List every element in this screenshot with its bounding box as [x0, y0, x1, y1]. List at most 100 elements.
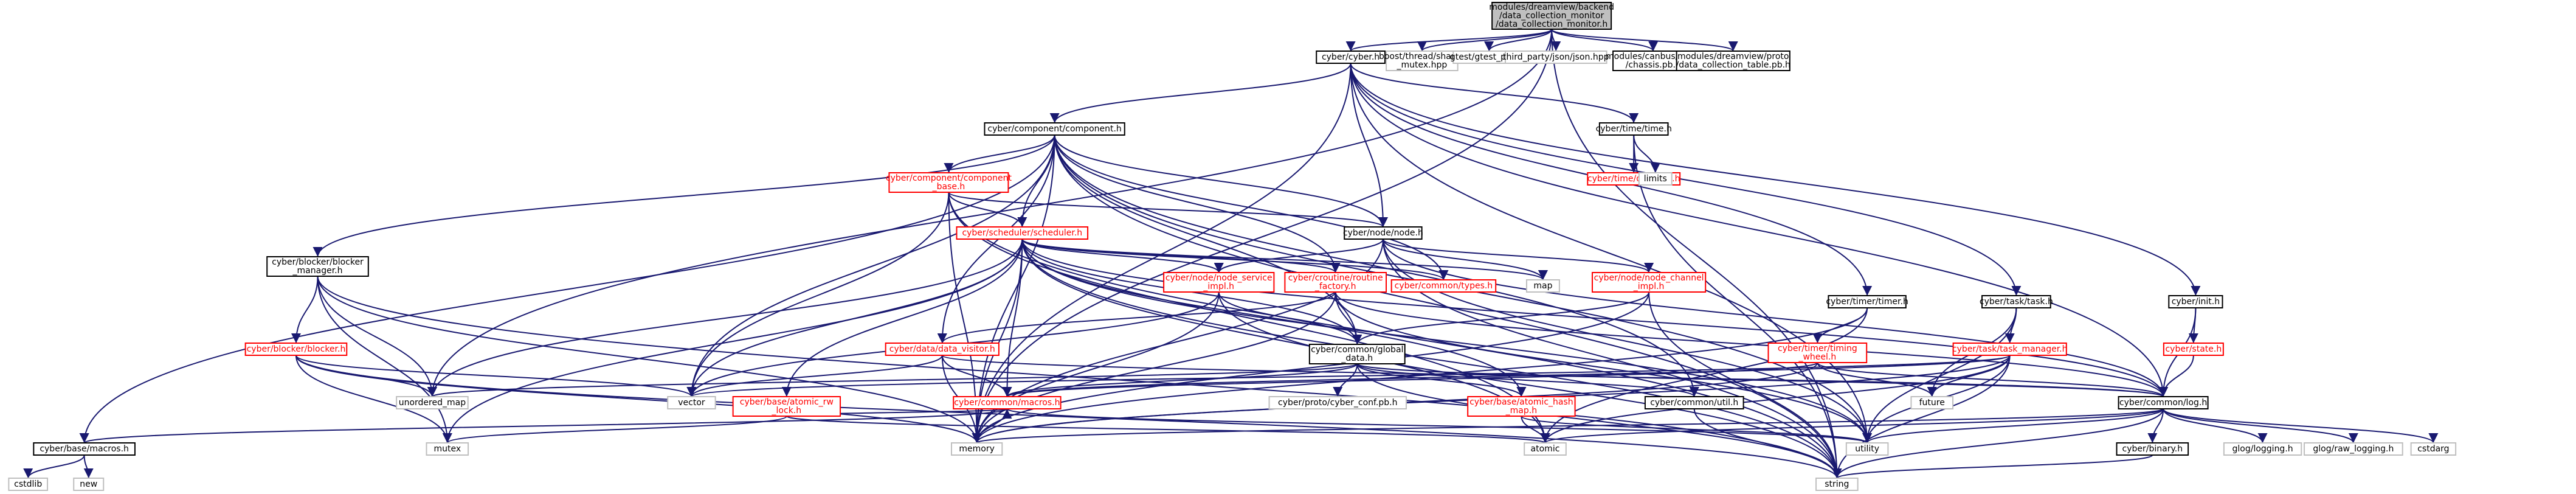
node-label-line: _lock.h: [772, 406, 802, 416]
node-limits[interactable]: limits: [1638, 172, 1673, 186]
node-unordered_map[interactable]: unordered_map: [396, 396, 469, 409]
node-boost_mutex[interactable]: boost/thread/shared_mutex.hpp: [1379, 50, 1465, 71]
node-glog_raw[interactable]: glog/raw_logging.h: [2304, 442, 2403, 456]
node-label-line: string: [1825, 479, 1849, 489]
edge-blocker-to-memory: [295, 355, 982, 444]
edge-component_h-to-routine: [1054, 134, 1341, 273]
node-cstdarg[interactable]: cstdarg: [2410, 442, 2457, 456]
node-atomic_hash[interactable]: cyber/base/atomic_hash_map.h: [1467, 396, 1576, 417]
node-label-line: glog/logging.h: [2232, 444, 2293, 454]
edge-global_data-to-log: [1356, 363, 2168, 397]
node-dct[interactable]: modules/dreamview/proto/data_collection_…: [1676, 50, 1790, 71]
edge-time_h-to-string: [1633, 134, 1842, 479]
node-binary[interactable]: cyber/binary.h: [2116, 442, 2189, 456]
node-util[interactable]: cyber/common/util.h: [1644, 396, 1744, 409]
node-label-line: utility: [1855, 444, 1879, 454]
node-node_service[interactable]: cyber/node/node_service_impl.h: [1163, 272, 1275, 293]
node-log[interactable]: cyber/common/log.h: [2118, 396, 2209, 409]
node-label-line: /data_collection_monitor.h: [1496, 19, 1607, 29]
node-box: [2304, 442, 2403, 456]
node-json[interactable]: third_party/json/json.hpp: [1503, 50, 1609, 64]
node-box: [1676, 50, 1790, 71]
node-string[interactable]: string: [1815, 478, 1859, 491]
node-state[interactable]: cyber/state.h: [2163, 343, 2224, 356]
node-cstdlib[interactable]: cstdlib: [8, 478, 49, 491]
node-box: [1163, 272, 1275, 293]
edge-log-to-glog_raw: [2163, 408, 2358, 444]
node-box: [1504, 50, 1607, 64]
node-timing_wheel[interactable]: cyber/timer/timing_wheel.h: [1767, 343, 1868, 363]
edge-task-to-utility: [1862, 307, 2017, 444]
node-mutex[interactable]: mutex: [426, 442, 469, 456]
edge-blocker-to-string: [295, 355, 1842, 479]
edge-blocker_mgr-to-mutex: [317, 276, 452, 444]
node-box: [1524, 442, 1567, 456]
node-data_visitor[interactable]: cyber/data/data_visitor.h: [885, 343, 1000, 356]
edge-blocker_mgr-to-unordered_map: [317, 276, 437, 397]
node-memory[interactable]: memory: [950, 442, 1003, 456]
node-label-line: cyber/time/time.h: [1596, 124, 1672, 134]
node-vector[interactable]: vector: [667, 396, 716, 409]
node-label-line: cyber/node/node_channel: [1594, 273, 1704, 283]
node-scheduler[interactable]: cyber/scheduler/scheduler.h: [956, 226, 1089, 240]
node-label-line: cstdlib: [14, 479, 42, 489]
node-new[interactable]: new: [73, 478, 105, 491]
edge-blocker_mgr-to-blocker: [291, 276, 319, 344]
node-box: [1910, 396, 1954, 409]
node-label-line: cyber/node/node_service: [1165, 273, 1272, 283]
node-routine[interactable]: cyber/croutine/routine_factory.h: [1284, 272, 1387, 293]
node-timer[interactable]: cyber/timer/timer.h: [1826, 295, 1908, 308]
edge-atomic_rw-to-atomic: [786, 416, 1550, 444]
node-label-line: cyber/base/atomic_rw: [740, 397, 834, 407]
node-root[interactable]: modules/dreamview/backend/data_collectio…: [1489, 2, 1614, 30]
node-component_h[interactable]: cyber/component/component.h: [984, 122, 1125, 136]
node-node_channel[interactable]: cyber/node/node_channel_impl.h: [1592, 272, 1707, 293]
node-atomic_rw[interactable]: cyber/base/atomic_rw_lock.h: [732, 396, 841, 417]
node-box: [1815, 478, 1859, 491]
node-box: [2118, 396, 2209, 409]
node-types[interactable]: cyber/common/types.h: [1390, 279, 1497, 293]
node-label-line: /data_collection_monitor: [1499, 11, 1604, 21]
node-label-line: cyber/cyber.h: [1322, 52, 1380, 62]
node-blocker[interactable]: cyber/blocker/blocker.h: [244, 343, 348, 356]
node-node_h[interactable]: cyber/node/node.h: [1343, 226, 1423, 240]
node-base_macros[interactable]: cyber/base/macros.h: [33, 442, 136, 456]
node-task[interactable]: cyber/task/task.h: [1980, 295, 2053, 308]
node-label-line: cyber/common/log.h: [2119, 398, 2207, 408]
node-comp_base[interactable]: cyber/component/component_base.h: [886, 172, 1012, 193]
node-time_h[interactable]: cyber/time/time.h: [1596, 122, 1672, 136]
node-cyber_h[interactable]: cyber/cyber.h: [1316, 50, 1386, 64]
node-map[interactable]: map: [1525, 279, 1560, 293]
node-glog[interactable]: glog/logging.h: [2223, 442, 2302, 456]
node-box: [244, 343, 348, 356]
node-label-line: cyber/binary.h: [2122, 444, 2183, 454]
edge-macros-to-base_macros: [80, 408, 1008, 444]
node-label-line: cyber/task/task.h: [1980, 297, 2053, 307]
node-label-line: cyber/proto/cyber_conf.pb.h: [1278, 398, 1397, 408]
node-task_mgr[interactable]: cyber/task/task_manager.h: [1952, 343, 2068, 356]
edge-scheduler-to-string: [1021, 238, 1842, 479]
node-label-line: /chassis.pb.h: [1626, 60, 1681, 70]
node-atomic[interactable]: atomic: [1524, 442, 1567, 456]
node-blocker_mgr[interactable]: cyber/blocker/blocker_manager.h: [266, 256, 369, 277]
node-label-line: cyber/common/types.h: [1395, 281, 1493, 291]
edge-task_mgr-to-macros: [1003, 355, 2011, 397]
edge-log-to-glog: [2163, 408, 2268, 444]
node-future[interactable]: future: [1910, 396, 1954, 409]
node-cyber_conf[interactable]: cyber/proto/cyber_conf.pb.h: [1268, 396, 1407, 409]
edge-state-to-log: [2158, 355, 2194, 397]
node-utility[interactable]: utility: [1845, 442, 1889, 456]
node-label-line: _map.h: [1505, 406, 1537, 416]
node-macros[interactable]: cyber/common/macros.h: [953, 396, 1062, 409]
edge-root-to-dct: [1551, 29, 1738, 52]
node-global_data[interactable]: cyber/common/global_data.h: [1308, 344, 1406, 364]
node-label-line: future: [1919, 398, 1945, 408]
node-box: [1268, 396, 1407, 409]
edge-scheduler-to-mutex: [442, 238, 1023, 444]
node-init[interactable]: cyber/init.h: [2168, 295, 2223, 308]
node-box: [2410, 442, 2457, 456]
node-box: [885, 343, 1000, 356]
node-box: [1284, 272, 1387, 293]
edge-node_h-to-log: [1382, 238, 2168, 397]
